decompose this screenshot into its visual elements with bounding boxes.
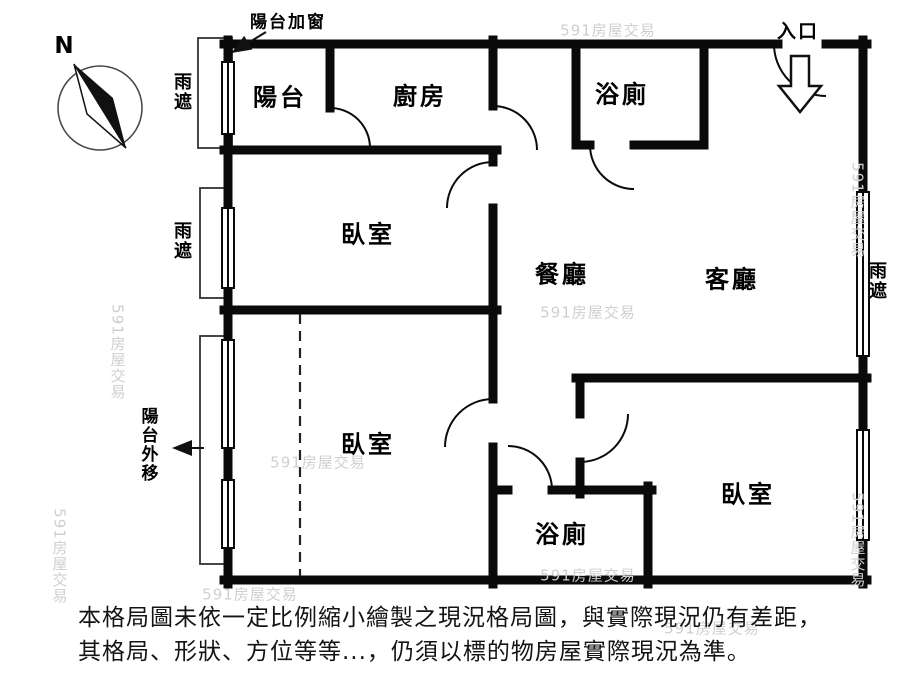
balcony-window-label: 陽台加窗 [250,12,326,33]
bath-top-door-arc [589,144,635,190]
rain-shield-label-right: 雨遮 [866,261,887,301]
entrance-label: 入口 [776,20,820,43]
watermark: 591房屋交易 [540,566,636,585]
watermark: 591房屋交易 [848,492,867,588]
watermark: 591房屋交易 [540,303,636,322]
room-label-bathroom-bottom: 浴廁 [535,520,589,549]
annotation-arrows [172,31,267,456]
watermark: 591房屋交易 [202,585,298,604]
rain-shield-label-mid-left: 雨遮 [171,221,192,261]
walls [219,35,872,589]
balcony-door-arc [329,107,371,149]
disclaimer-line2: 其格局、形狀、方位等等...，仍須以標的物房屋實際現況為準。 [78,639,751,665]
balcony-extended-label: 陽台外移 [137,407,158,483]
watermark: 591房屋交易 [560,21,656,40]
bedroom2-door-arc [444,398,494,448]
watermark: 591房屋交易 [664,619,760,638]
watermark: 591房屋交易 [108,304,127,400]
entrance-arrow-icon [776,54,824,114]
compass-icon [57,63,143,151]
bedroom1-door-arc [446,161,494,209]
room-label-dining: 餐廳 [535,260,589,289]
door-arcs [329,43,827,491]
room-label-bedroom-bottom-right: 臥室 [721,480,775,509]
entrance-door-arc [773,43,827,97]
watermark: 591房屋交易 [50,508,69,604]
kitchen-door-arc [492,105,538,151]
room-label-balcony: 陽台 [253,83,307,112]
room-label-bedroom-bottom-left: 臥室 [341,430,395,459]
windows [221,61,870,549]
bedroom3-door-arc [579,413,629,463]
north-label: N [54,33,74,59]
disclaimer-line1: 本格局圖未依一定比例縮小繪製之現況格局圖，與實際現況仍有差距， [78,605,822,631]
bath-bottom-door-arc [507,445,553,491]
room-label-kitchen: 廚房 [393,82,447,111]
watermark: 591房屋交易 [270,453,366,472]
room-label-bedroom-top-left: 臥室 [341,220,395,249]
balcony-window-arrow [231,31,267,54]
rain-shield-label-top-left: 雨遮 [171,72,192,112]
room-label-bathroom-top: 浴廁 [595,80,649,109]
watermark: 591房屋交易 [848,162,867,258]
room-label-living: 客廳 [705,265,759,294]
